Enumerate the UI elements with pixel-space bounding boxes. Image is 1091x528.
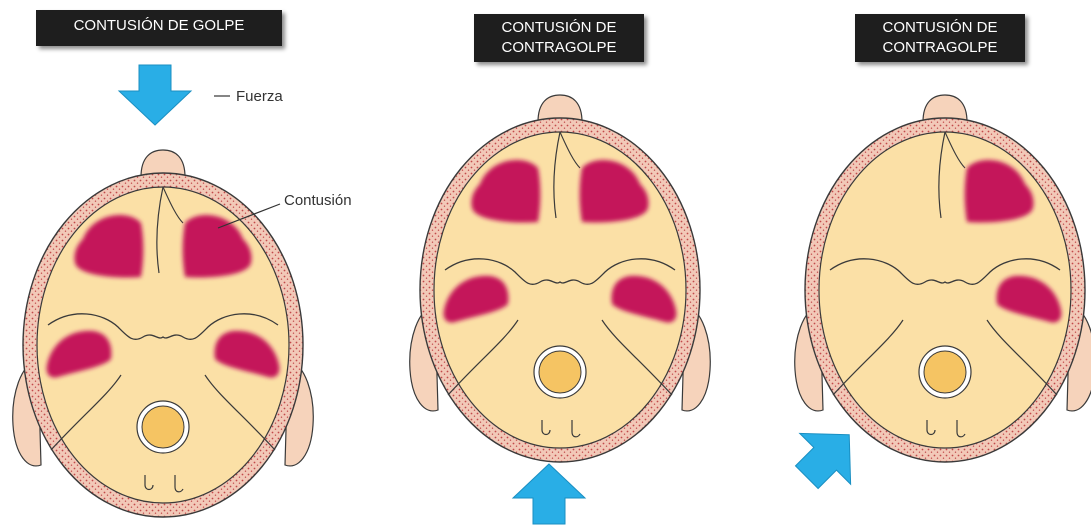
force-arrow-down-icon xyxy=(119,65,191,125)
force-label: Fuerza xyxy=(236,88,283,105)
head-diagram-contrecoup-2 xyxy=(795,95,1091,462)
head-diagram-coup xyxy=(13,150,314,517)
contusion-label: Contusión xyxy=(284,192,352,209)
force-arrow-up-icon xyxy=(513,464,585,524)
head-diagram-contrecoup-1 xyxy=(410,95,711,462)
